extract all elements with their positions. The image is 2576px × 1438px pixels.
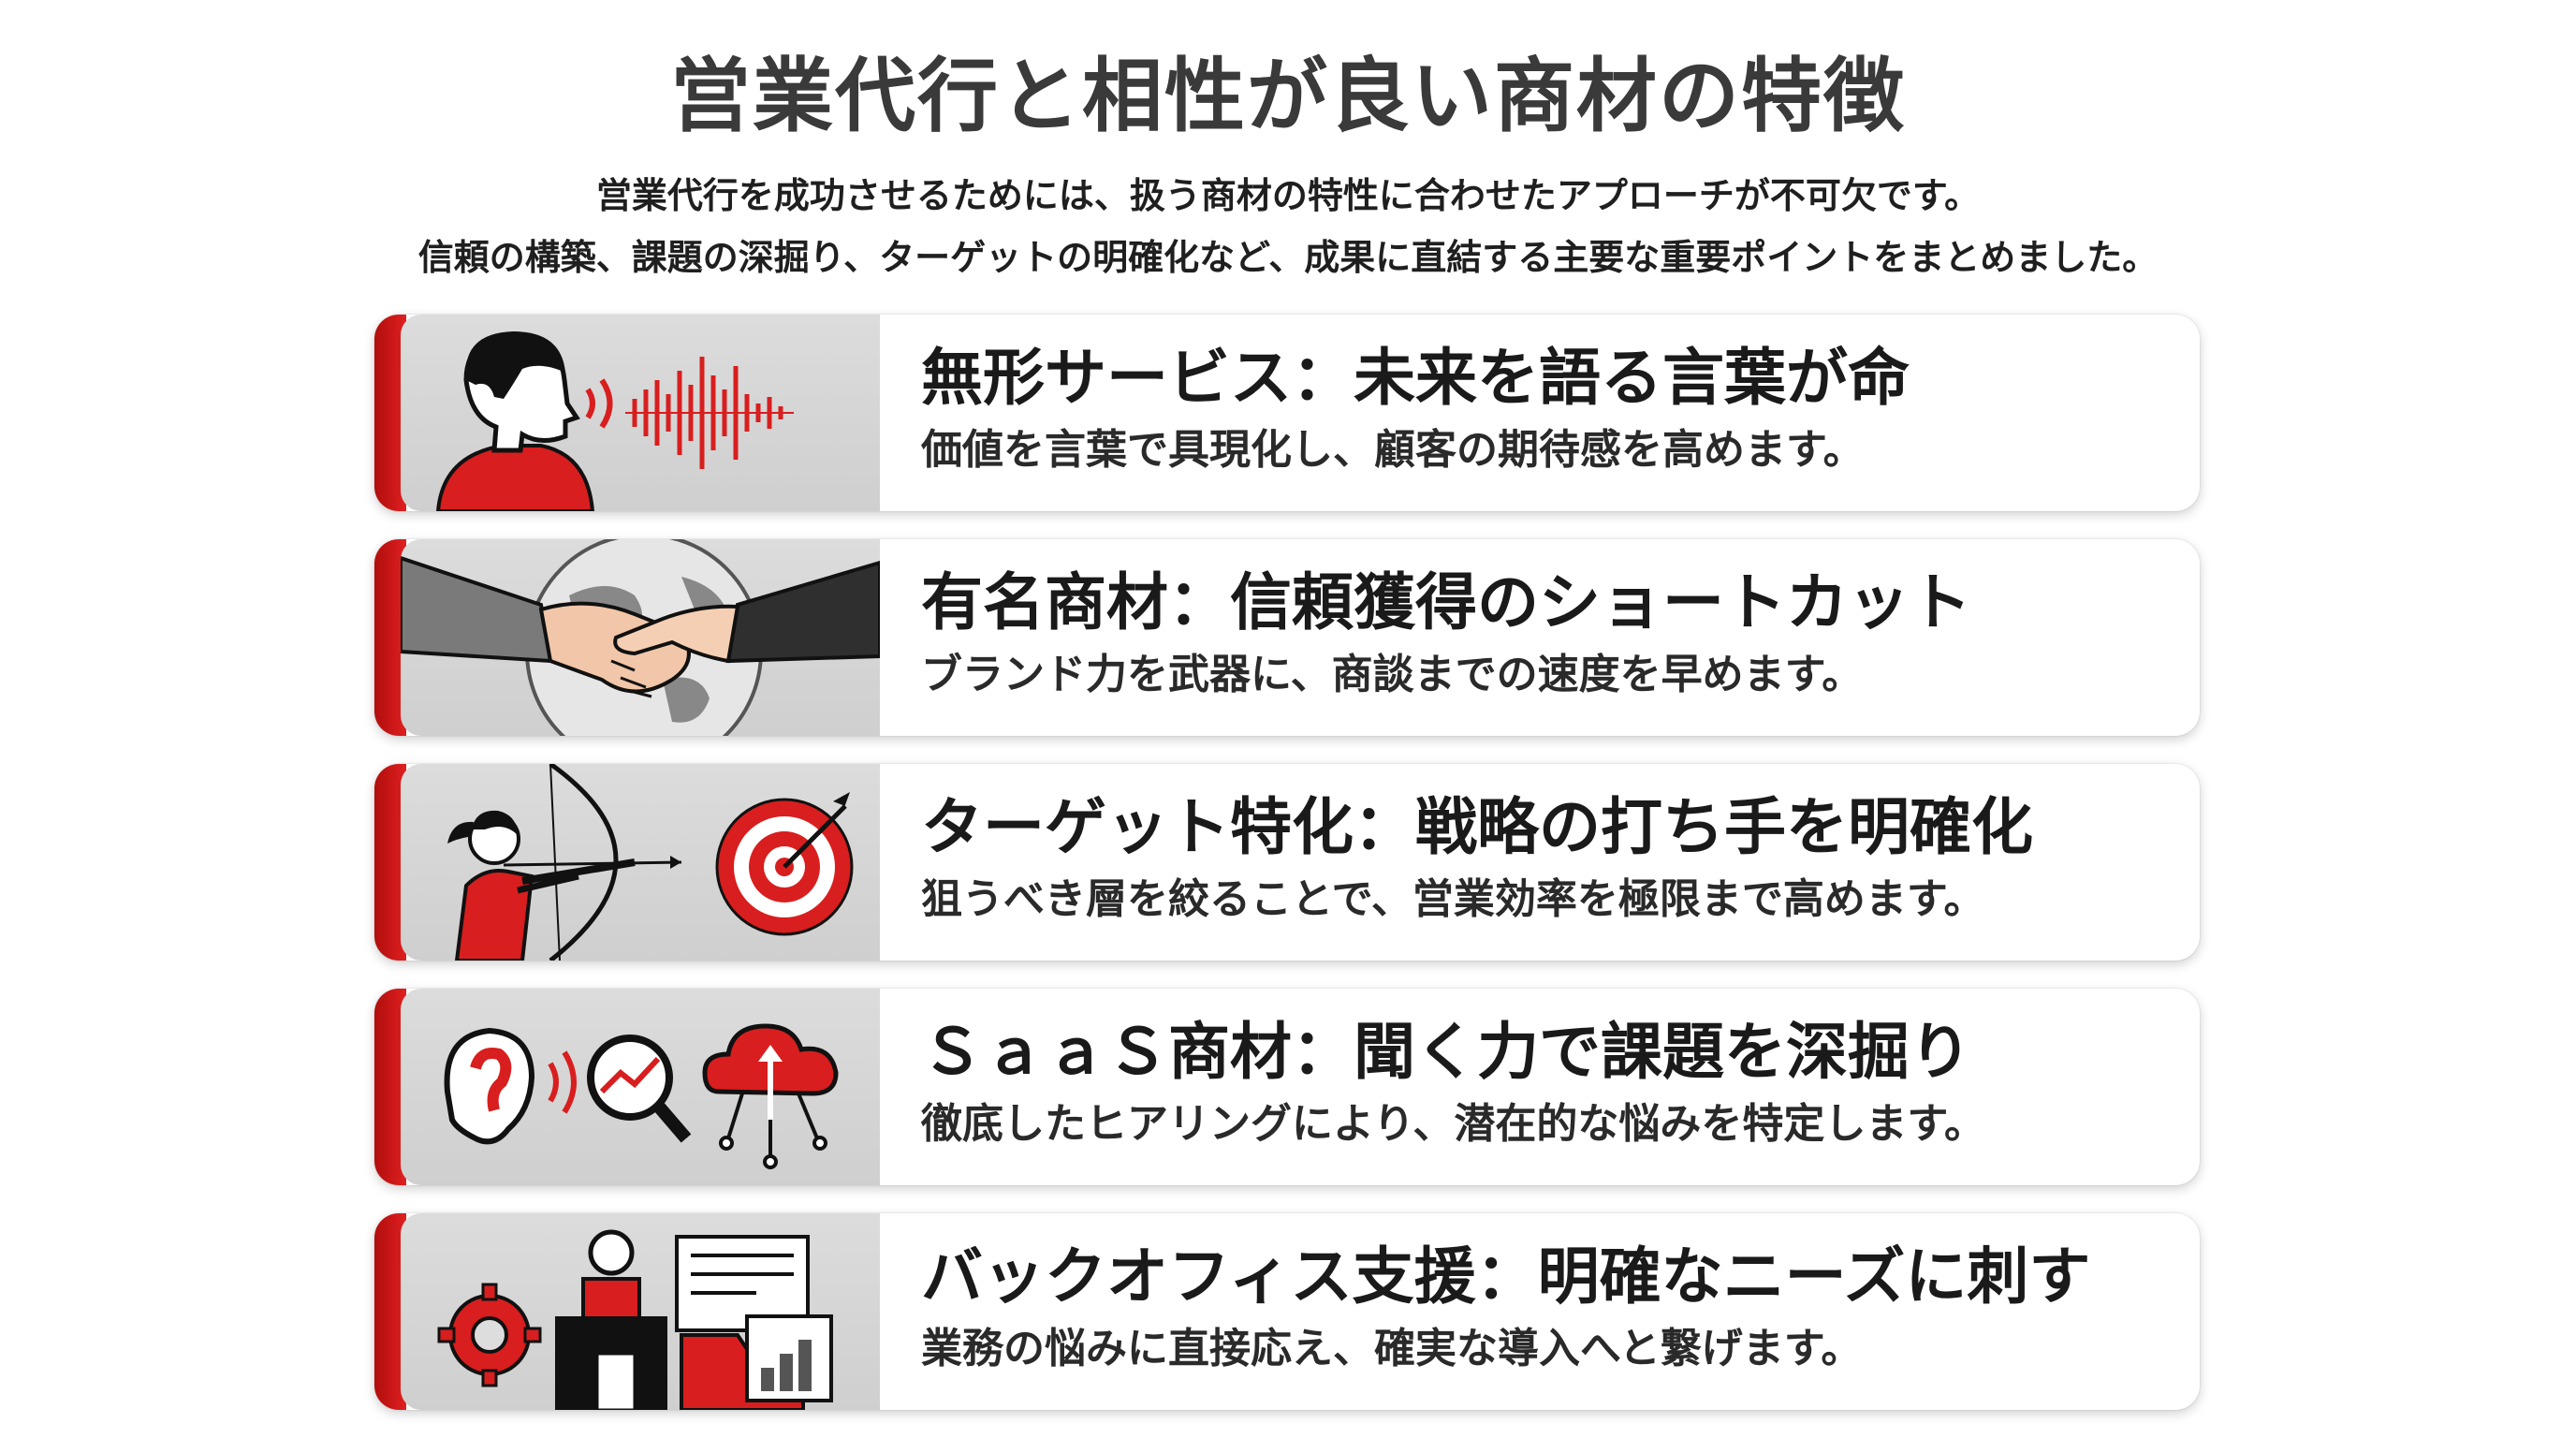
card-text: ＳａａＳ商材：聞く力で課題を深掘り 徹底したヒアリングにより、潜在的な悩みを特定… bbox=[921, 1013, 2162, 1153]
speaking-person-sound-wave-icon bbox=[435, 331, 794, 511]
card-description: ブランド力を武器に、商談までの速度を早めます。 bbox=[921, 651, 1864, 698]
card-heading: バックオフィス支援：明確なニーズに刺す bbox=[921, 1240, 2091, 1313]
card-heading: 無形サービス：未来を語る言葉が命 bbox=[921, 342, 1910, 414]
card-text: バックオフィス支援：明確なニーズに刺す 業務の悩みに直接応え、確実な導入へと繋げ… bbox=[921, 1238, 2162, 1378]
card-description: 価値を言葉で具現化し、顧客の期待感を高めます。 bbox=[921, 426, 1865, 474]
card-image-panel bbox=[401, 989, 880, 1185]
page-title: 営業代行と相性が良い商材の特徴 bbox=[670, 50, 1906, 143]
feature-card-famous-product: 有名商材：信頼獲得のショートカット ブランド力を武器に、商談までの速度を早めます… bbox=[374, 539, 2200, 736]
card-text: 有名商材：信頼獲得のショートカット ブランド力を武器に、商談までの速度を早めます… bbox=[921, 564, 2162, 704]
card-heading: ターゲット特化：戦略の打ち手を明確化 bbox=[921, 791, 2033, 863]
card-heading: ＳａａＳ商材：聞く力で課題を深掘り bbox=[921, 1016, 1971, 1088]
feature-card-list: 無形サービス：未来を語る言葉が命 価値を言葉で具現化し、顧客の期待感を高めます。 bbox=[374, 315, 2200, 1438]
subtitle-line-1: 営業代行を成功させるためには、扱う商材の特性に合わせたアプローチが不可欠です。 bbox=[595, 175, 1981, 216]
subtitle-line-2: 信頼の構築、課題の深掘り、ターゲットの明確化など、成果に直結する主要な重要ポイン… bbox=[417, 237, 2159, 278]
page-subtitle: 営業代行を成功させるためには、扱う商材の特性に合わせたアプローチが不可欠です。 … bbox=[0, 165, 2576, 288]
feature-card-saas-product: ＳａａＳ商材：聞く力で課題を深掘り 徹底したヒアリングにより、潜在的な悩みを特定… bbox=[374, 989, 2200, 1185]
card-image-panel bbox=[401, 1213, 880, 1410]
card-text: 無形サービス：未来を語る言葉が命 価値を言葉で具現化し、顧客の期待感を高めます。 bbox=[921, 339, 2162, 479]
card-text: ターゲット特化：戦略の打ち手を明確化 狙うべき層を絞ることで、営業効率を極限まで… bbox=[921, 788, 2162, 929]
feature-card-back-office-support: バックオフィス支援：明確なニーズに刺す 業務の悩みに直接応え、確実な導入へと繋げ… bbox=[374, 1213, 2200, 1410]
card-image-panel bbox=[401, 764, 880, 961]
card-description: 狙うべき層を絞ることで、営業効率を極限まで高めます。 bbox=[921, 875, 1985, 923]
card-image-panel bbox=[401, 539, 880, 736]
gear-worker-documents-icon bbox=[437, 1229, 833, 1410]
feature-card-target-specialized: ターゲット特化：戦略の打ち手を明確化 狙うべき層を絞ることで、営業効率を極限まで… bbox=[374, 764, 2200, 961]
card-image-panel bbox=[401, 315, 880, 511]
card-description: 徹底したヒアリングにより、潜在的な悩みを特定します。 bbox=[921, 1100, 1985, 1148]
card-heading: 有名商材：信頼獲得のショートカット bbox=[921, 566, 1971, 638]
card-description: 業務の悩みに直接応え、確実な導入へと繋げます。 bbox=[921, 1325, 1863, 1372]
archer-target-icon bbox=[447, 764, 854, 961]
feature-card-intangible-service: 無形サービス：未来を語る言葉が命 価値を言葉で具現化し、顧客の期待感を高めます。 bbox=[374, 315, 2200, 511]
handshake-globe-icon bbox=[401, 539, 880, 736]
ear-magnifier-cloud-icon bbox=[444, 1023, 839, 1169]
